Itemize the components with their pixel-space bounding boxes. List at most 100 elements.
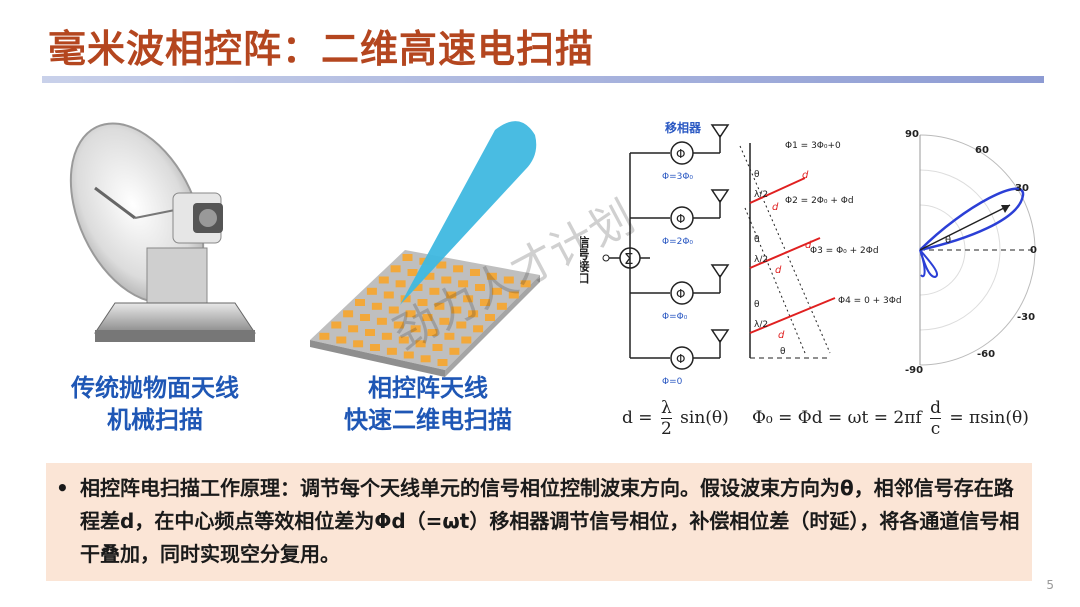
polar-tick: 30 xyxy=(1015,183,1029,194)
antenna-icon xyxy=(710,264,730,279)
array-patch xyxy=(468,310,479,318)
polar-tick: 0 xyxy=(1030,245,1037,256)
d-label: d xyxy=(778,330,785,341)
array-patch xyxy=(437,359,448,366)
array-patch xyxy=(343,310,354,318)
array-patch xyxy=(470,269,480,276)
array-patch xyxy=(403,351,414,359)
dish-caption-line2: 机械扫描 xyxy=(107,406,203,434)
array-patch xyxy=(444,332,455,340)
array-patch xyxy=(503,276,514,284)
polar-tick: -90 xyxy=(905,365,923,376)
path-difference-formula: d = λ 2 sin(θ) xyxy=(622,398,729,439)
array-patch xyxy=(405,310,416,318)
array-patch xyxy=(410,325,421,333)
array-patch xyxy=(371,302,382,310)
array-patch xyxy=(451,306,462,314)
array-patch xyxy=(378,276,389,284)
array-patch xyxy=(441,276,452,284)
array-patch xyxy=(446,291,457,299)
phase-label: Φ=2Φ₀ xyxy=(662,237,693,247)
array-patch xyxy=(353,340,364,348)
theta-label: θ xyxy=(754,170,760,180)
array-patch xyxy=(427,329,438,336)
polar-tick: 90 xyxy=(905,129,919,140)
array-patch xyxy=(355,299,365,306)
array-patch xyxy=(485,314,495,321)
array-patch xyxy=(402,254,413,261)
array-patch xyxy=(370,344,380,351)
array-patch xyxy=(348,325,359,333)
array-patch xyxy=(424,272,435,280)
sum-symbol: Σ xyxy=(624,250,633,268)
array-patch xyxy=(376,317,387,325)
array-patch xyxy=(386,347,397,355)
dish-caption: 传统抛物面天线 机械扫描 xyxy=(50,372,260,436)
array-patch xyxy=(360,314,370,321)
array-patch xyxy=(422,314,433,321)
polar-tick: 60 xyxy=(975,145,989,156)
array-patch xyxy=(463,295,474,303)
theta-label: θ xyxy=(780,347,786,357)
array-patch xyxy=(398,336,409,344)
array-patch xyxy=(436,261,447,269)
bullet: • xyxy=(56,476,69,500)
array-patch xyxy=(520,280,531,288)
array-patch xyxy=(453,265,464,273)
array-patch xyxy=(508,291,519,299)
d-label: d xyxy=(805,240,812,251)
array-patch xyxy=(415,340,426,348)
array-patch xyxy=(365,329,375,336)
phi-equation: Φ2 = 2Φ₀ + Φd xyxy=(785,196,854,206)
array-patch xyxy=(475,284,485,291)
dish-caption-line1: 传统抛物面天线 xyxy=(71,374,239,402)
array-patch xyxy=(456,321,467,329)
array-patch xyxy=(480,299,490,306)
array-patch xyxy=(429,287,440,295)
array-patch xyxy=(434,302,445,310)
phased-array-image xyxy=(310,121,540,377)
d-label: d xyxy=(802,170,809,181)
array-caption: 相控阵天线 快速二维电扫描 xyxy=(318,372,538,436)
array-patch xyxy=(491,287,502,295)
array-patch xyxy=(461,336,472,344)
array-patch xyxy=(388,306,399,314)
half-lambda: λ/2 xyxy=(754,190,768,200)
array-patch xyxy=(336,336,347,344)
half-lambda: λ/2 xyxy=(754,255,768,265)
array-patch xyxy=(407,269,418,276)
phase-label: Φ=3Φ₀ xyxy=(662,172,693,182)
page-title: 毫米波相控阵：二维高速电扫描 xyxy=(48,27,595,71)
phi-symbol: Φ xyxy=(676,147,685,161)
principle-box xyxy=(46,463,1032,581)
array-patch xyxy=(420,355,431,363)
array-patch xyxy=(486,272,497,280)
d-label: d xyxy=(775,265,782,276)
d-label: d xyxy=(772,202,779,213)
antenna-icon xyxy=(710,329,730,344)
array-patch xyxy=(439,317,450,325)
antenna-icon xyxy=(710,189,730,204)
array-patch xyxy=(390,265,401,273)
array-patch xyxy=(319,332,330,340)
phi-equation: Φ3 = Φ₀ + 2Φd xyxy=(810,246,879,256)
title-underline xyxy=(42,76,1044,83)
array-patch xyxy=(412,284,423,291)
phi-equation: Φ4 = 0 + 3Φd xyxy=(838,296,902,306)
patch-grid xyxy=(319,254,531,366)
phi-symbol: Φ xyxy=(676,352,685,366)
array-patch xyxy=(331,321,342,329)
array-patch xyxy=(381,332,392,340)
array-caption-line1: 相控阵天线 xyxy=(368,374,488,402)
array-caption-line2: 快速二维电扫描 xyxy=(344,406,512,434)
polar-theta: θ xyxy=(945,235,951,246)
theta-label: θ xyxy=(754,235,760,245)
principle-text: 相控阵电扫描工作原理：调节每个天线单元的信号相位控制波束方向。假设波束方向为θ，… xyxy=(80,476,1020,566)
array-patch xyxy=(417,299,428,306)
antenna-icon xyxy=(710,124,730,139)
parabolic-dish-image xyxy=(69,122,256,342)
array-patch xyxy=(395,280,406,288)
phi-equation: Φ1 = 3Φ₀+0 xyxy=(785,141,841,151)
array-patch xyxy=(366,287,377,295)
